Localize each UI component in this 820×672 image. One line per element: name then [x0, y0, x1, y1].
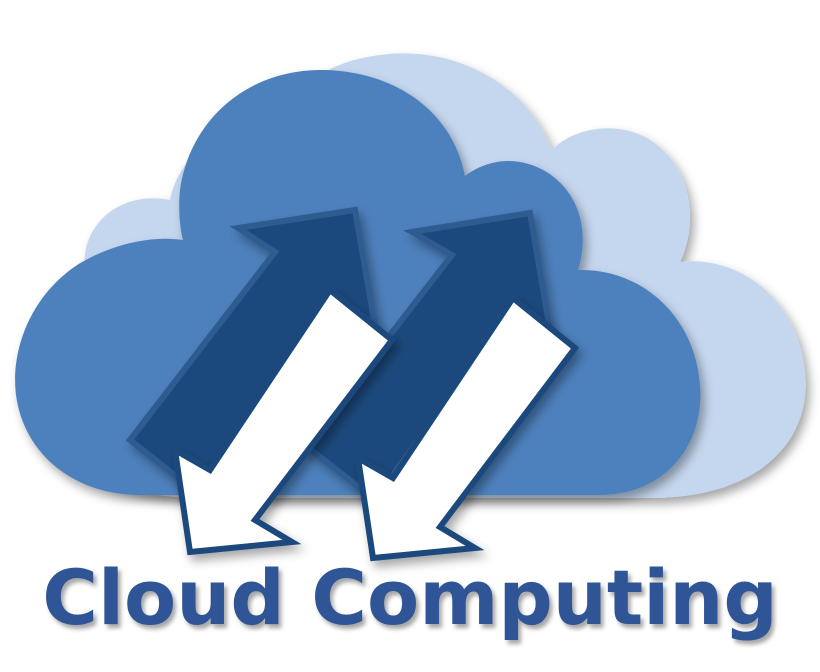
download-arrow-left-icon: [171, 285, 397, 556]
logo-title: Cloud Computing: [42, 553, 778, 642]
download-arrow-right-icon: [354, 293, 580, 562]
